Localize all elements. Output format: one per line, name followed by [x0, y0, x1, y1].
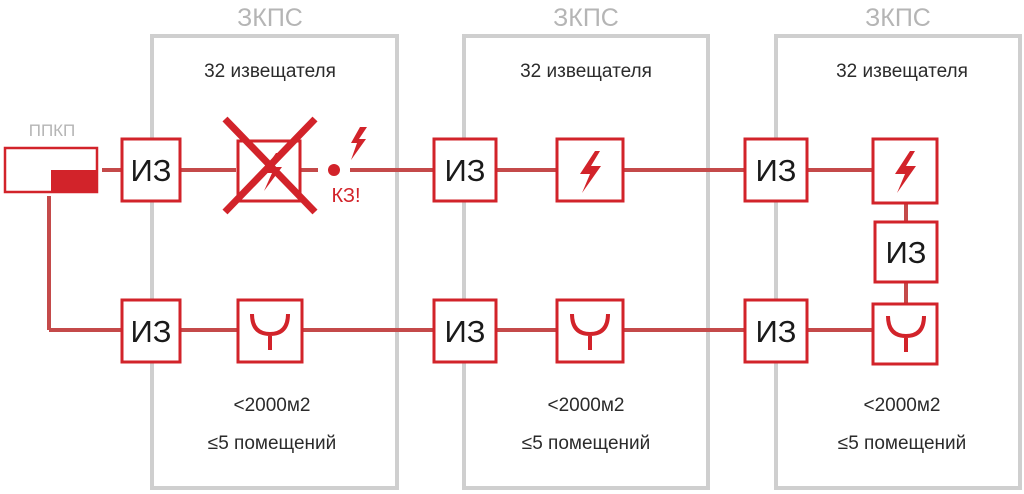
- short-circuit-point: [328, 164, 340, 176]
- zone-frame-3: [774, 34, 1022, 490]
- isolator-top-1: ИЗ: [120, 137, 182, 203]
- panel-ppkp: [3, 146, 99, 194]
- isolator-top-3: ИЗ: [743, 137, 809, 203]
- zone-area-1: <2000м2: [234, 395, 311, 416]
- fork-icon: [886, 315, 926, 352]
- zone-rooms-1: ≤5 помещений: [208, 433, 336, 454]
- isolator-label: ИЗ: [755, 153, 796, 188]
- isolator-bottom-2: ИЗ: [432, 298, 498, 364]
- zone-title-2: ЗКПС: [553, 4, 619, 32]
- zone-detector-count-3: 32 извещателя: [836, 61, 968, 82]
- isolator-label: ИЗ: [130, 314, 171, 349]
- heat-detector-zone-3: [871, 137, 939, 205]
- zone-rooms-3: ≤5 помещений: [838, 433, 966, 454]
- zone-detector-count-2: 32 извещателя: [520, 61, 652, 82]
- short-circuit-marker: КЗ!: [328, 127, 367, 207]
- panel-label: ППКП: [29, 121, 76, 140]
- smoke-detector-zone-2: [555, 298, 625, 364]
- zone-detector-count-1: 32 извещателя: [204, 61, 336, 82]
- isolator-label: ИЗ: [755, 314, 796, 349]
- zone-area-2: <2000м2: [548, 395, 625, 416]
- lightning-icon: [895, 151, 916, 193]
- isolator-bottom-1: ИЗ: [120, 298, 182, 364]
- crossed-out-icon: [222, 116, 318, 215]
- zone-rooms-2: ≤5 помещений: [522, 433, 650, 454]
- zone-frame-1: [150, 34, 399, 490]
- isolator-label: ИЗ: [885, 235, 926, 270]
- zone-title-1: ЗКПС: [237, 4, 303, 32]
- short-circuit-label: КЗ!: [331, 185, 360, 207]
- zone-title-3: ЗКПС: [865, 4, 931, 32]
- isolator-top-2: ИЗ: [432, 137, 498, 203]
- fork-icon: [570, 313, 610, 350]
- smoke-detector-zone-1: [236, 298, 304, 364]
- smoke-detector-zone-3: [871, 302, 939, 366]
- loop-wires: [47, 168, 908, 332]
- heat-detector-zone-2: [555, 137, 625, 203]
- isolator-bottom-3: ИЗ: [743, 298, 809, 364]
- isolator-right-vertical: ИЗ: [873, 220, 939, 284]
- failed-detector: [222, 116, 318, 215]
- zone-frame-2: [462, 34, 710, 490]
- isolator-label: ИЗ: [130, 153, 171, 188]
- spark-icon: [351, 127, 367, 160]
- isolator-label: ИЗ: [444, 153, 485, 188]
- lightning-icon: [580, 151, 601, 193]
- fork-icon: [250, 313, 290, 350]
- isolator-label: ИЗ: [444, 314, 485, 349]
- zone-area-3: <2000м2: [864, 395, 941, 416]
